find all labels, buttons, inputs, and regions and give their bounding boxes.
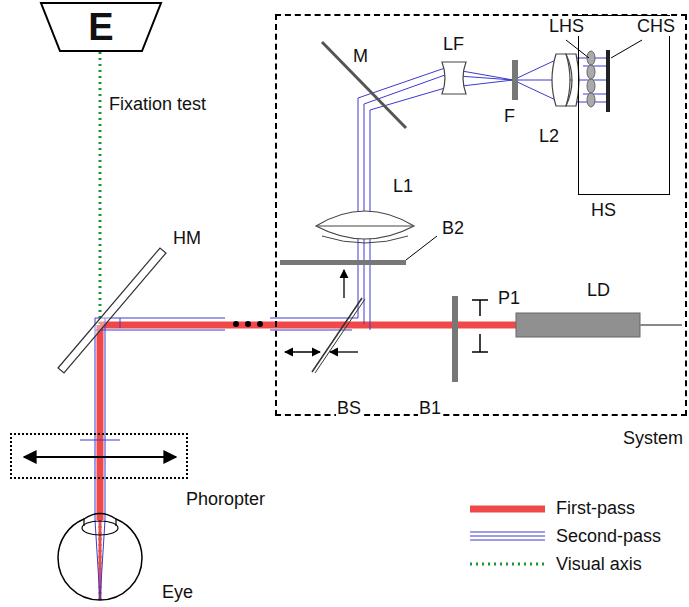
lens-l2 xyxy=(552,54,570,106)
eye: Eye xyxy=(54,506,146,607)
part-label: LF xyxy=(442,34,465,54)
system-box: SystemHS xyxy=(275,14,687,416)
camera-sensor xyxy=(606,50,610,112)
beam-splitter xyxy=(312,298,362,372)
legend-entry: Second-pass xyxy=(556,526,661,546)
laser-fiber xyxy=(640,324,682,326)
target-outline xyxy=(41,3,161,51)
leader-line xyxy=(406,236,437,260)
first-pass-beam xyxy=(97,325,104,520)
part-label: LD xyxy=(586,280,611,300)
node-label: System xyxy=(623,428,683,448)
pinhole-p1 xyxy=(472,300,488,352)
second-pass-beam xyxy=(95,318,358,330)
second-pass-beam xyxy=(358,58,560,110)
gap-dot xyxy=(245,321,251,327)
input-arrow xyxy=(330,351,358,352)
part-label: B1 xyxy=(418,398,442,418)
legend-text: Visual axis xyxy=(556,554,642,574)
part-label: HM xyxy=(172,228,202,248)
filter-f xyxy=(512,60,518,100)
legend-sample xyxy=(470,563,545,566)
legend-entry: Visual axis xyxy=(556,554,642,574)
legend-text: First-pass xyxy=(556,498,635,518)
gap-dot xyxy=(257,321,263,327)
eye-lens xyxy=(82,521,118,535)
part-label: BS xyxy=(336,398,362,418)
second-pass-beam xyxy=(95,318,105,600)
legend-text: Second-pass xyxy=(556,526,661,546)
legend-sample xyxy=(470,506,545,513)
lenslet xyxy=(587,93,595,107)
phoropter-arrow xyxy=(24,456,176,458)
part-label: Fixation test xyxy=(108,94,207,114)
gap-dot xyxy=(233,321,239,327)
lens-l1 xyxy=(316,211,414,239)
lens-l1 xyxy=(318,226,412,243)
node-label: Eye xyxy=(162,582,193,602)
mirror-m xyxy=(322,42,406,128)
node-label: E xyxy=(88,7,113,47)
part-label: LHS xyxy=(548,16,585,36)
reflection-arrow xyxy=(343,270,344,298)
eye-outline xyxy=(58,514,142,601)
part-label: P1 xyxy=(497,288,521,308)
fixation-target: E xyxy=(40,2,162,52)
node-label: Phoropter xyxy=(186,489,265,509)
node-label: HS xyxy=(591,200,616,220)
iris xyxy=(84,519,116,526)
lenslet-array xyxy=(587,51,595,107)
legend-sample xyxy=(470,532,545,540)
leader-line xyxy=(611,40,642,58)
beam-splitter xyxy=(315,299,365,373)
translation-arrow xyxy=(285,351,320,352)
laser-diode xyxy=(516,313,640,337)
blocker-b1 xyxy=(452,296,458,382)
lens-lf xyxy=(442,62,466,94)
phoropter-box: Phoropter xyxy=(10,433,188,479)
part-label: L1 xyxy=(392,176,414,196)
part-label: CHS xyxy=(636,16,676,36)
sensor-box: HS xyxy=(578,15,670,195)
hot-mirror xyxy=(58,248,166,373)
lenslet xyxy=(587,79,595,93)
part-label: B2 xyxy=(441,218,465,238)
part-label: F xyxy=(503,106,516,126)
eye-outline xyxy=(54,506,146,607)
part-label: M xyxy=(352,46,369,66)
lenslet xyxy=(587,65,595,79)
part-label: L2 xyxy=(538,126,560,146)
blocker-b2 xyxy=(280,260,406,265)
legend-entry: First-pass xyxy=(556,498,635,518)
